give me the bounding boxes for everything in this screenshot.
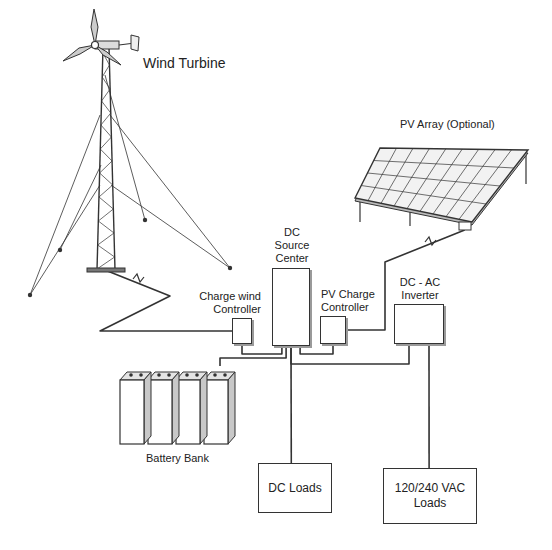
line-art [111, 185, 230, 268]
line-art [100, 149, 112, 161]
terminal [157, 373, 161, 377]
terminal [223, 373, 227, 377]
junction-box [459, 222, 471, 230]
wind-turbine: Wind Turbine [25, 15, 240, 270]
line-art [101, 125, 112, 137]
line-art [102, 77, 110, 89]
blade [91, 9, 98, 45]
component-label: DC Source Center [269, 226, 315, 265]
mast-base [87, 268, 125, 272]
wind-turbine-illustration [25, 15, 240, 270]
pv-array-label: PV Array (Optional) [400, 118, 495, 131]
terminal [167, 373, 171, 377]
line-art [99, 197, 113, 209]
line-art [100, 173, 113, 185]
battery-cell [120, 380, 144, 444]
line-art [102, 101, 111, 113]
line-art [101, 113, 111, 125]
load-box: 120/240 VAC Loads [383, 468, 477, 524]
wire-connector [428, 344, 430, 468]
wire-break-mark [133, 274, 144, 282]
line-art [359, 200, 360, 222]
line-art [459, 150, 512, 220]
battery-bank: Battery Bank [118, 366, 238, 446]
line-art [374, 161, 514, 169]
dc-source-center-box: DC Source Center [272, 268, 310, 346]
blade [63, 45, 95, 61]
line-art [100, 161, 112, 173]
wire-connector [290, 346, 292, 463]
terminal [195, 373, 199, 377]
battery-bank-illustration [118, 366, 238, 446]
terminal [213, 373, 217, 377]
cell-side [144, 372, 151, 444]
battery-cell [204, 380, 228, 444]
charge-controller-box: Charge wind Controller [232, 318, 252, 344]
load-box: DC Loads [258, 463, 332, 513]
load-label: DC Loads [268, 481, 321, 496]
guy-anchor [228, 266, 232, 270]
blade [95, 45, 121, 65]
pv-array-illustration [350, 118, 535, 230]
line-art [98, 209, 113, 221]
component-label: Charge wind Controller [187, 290, 261, 316]
terminal [185, 373, 189, 377]
battery-cell [148, 380, 172, 444]
line-art [100, 137, 111, 149]
guy-anchor [143, 218, 147, 222]
guy-anchor [58, 248, 62, 252]
turbine-label: Wind Turbine [143, 55, 225, 71]
cell-side [172, 372, 179, 444]
tail-vane [131, 35, 139, 51]
wind-turbine-drawing [28, 9, 232, 297]
pv-array: PV Array (Optional) [350, 118, 535, 230]
line-art [98, 245, 115, 257]
inverter-box: DC - AC Inverter [394, 304, 444, 344]
line-art [381, 148, 413, 203]
wire-connector [220, 346, 286, 366]
pv-array-drawing [355, 148, 528, 230]
battery-label: Battery Bank [146, 452, 209, 465]
line-art [446, 150, 495, 217]
terminal [139, 373, 143, 377]
line-art [525, 153, 526, 184]
guy-anchor [28, 293, 32, 297]
charge-controller-box: PV Charge Controller [320, 316, 346, 344]
line-art [97, 47, 103, 270]
load-label: 120/240 VAC Loads [394, 481, 466, 511]
component-label: DC - AC Inverter [395, 276, 445, 302]
line-art [368, 173, 501, 186]
panel-face [355, 148, 528, 222]
line-art [409, 211, 410, 226]
line-art [394, 149, 429, 206]
cell-side [228, 372, 235, 444]
line-art [102, 65, 109, 77]
line-art [60, 165, 101, 250]
terminal [129, 373, 133, 377]
line-art [110, 115, 230, 268]
wire-connector [291, 344, 409, 364]
component-label: PV Charge Controller [321, 288, 381, 314]
line-art [98, 221, 114, 233]
cell-side [200, 372, 207, 444]
battery-bank-drawing [120, 372, 235, 444]
line-art [368, 148, 396, 200]
battery-cell [176, 380, 200, 444]
hub [92, 42, 99, 49]
line-art [407, 149, 446, 209]
line-art [102, 89, 111, 101]
line-art [97, 257, 115, 269]
line-art [361, 186, 486, 205]
line-art [99, 185, 113, 197]
line-art [98, 233, 114, 245]
